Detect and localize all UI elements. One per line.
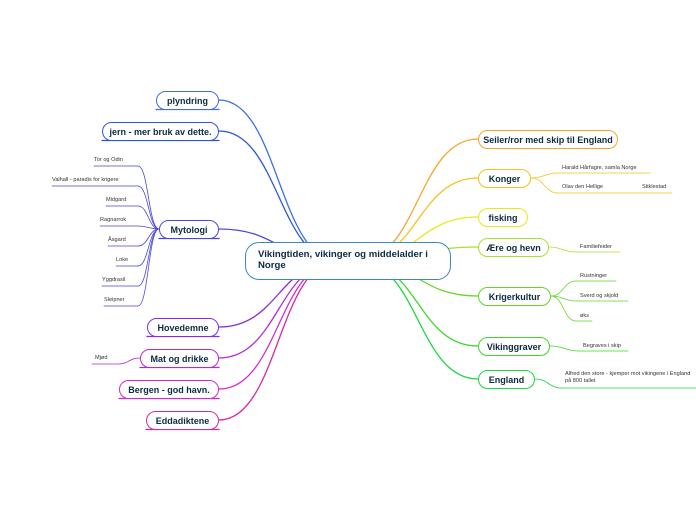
leaf-loke[interactable]: Loke <box>116 257 129 263</box>
connector-leaf <box>137 228 160 267</box>
topic-aere-og-hevn[interactable]: Ære og hevn <box>478 238 549 257</box>
leaf-alfred-text: Alfred den store - kjemper mot vikingene… <box>565 371 691 384</box>
leaf-begraves-i-skip[interactable]: Begraves i skip <box>583 343 621 349</box>
connector-leaf <box>549 345 580 352</box>
topic-label: Krigerkultur <box>488 291 541 302</box>
leaf-ragnarrok[interactable]: Ragnarrok <box>100 217 127 223</box>
leaf-familiefeider[interactable]: Familiefeider <box>580 244 613 250</box>
leaf-harald-harfagre[interactable]: Harald Hårfagre, samla Norge <box>562 165 637 171</box>
topic-mytologi[interactable]: Mytologi <box>159 220 219 239</box>
connector-leaf <box>137 165 160 230</box>
topic-seiler[interactable]: Seiler/ror med skip til England <box>478 130 618 149</box>
topic-bergen[interactable]: Bergen - god havn. <box>119 380 219 399</box>
leaf-oks[interactable]: øks <box>580 313 590 319</box>
topic-label: Ære og hevn <box>486 242 541 253</box>
connector-leaf <box>137 228 160 307</box>
connector-main <box>218 99 339 262</box>
topic-label: Eddadiktene <box>155 415 210 426</box>
central-topic-label: Vikingtiden, vikinger og middelalder i N… <box>258 249 428 271</box>
connector-main <box>218 260 339 421</box>
topic-england[interactable]: England <box>478 370 535 389</box>
leaf-stiklestad[interactable]: Stiklestad <box>642 184 667 190</box>
leaf-valhall[interactable]: Valhall - paradis for krigere <box>52 177 119 183</box>
topic-label: Seiler/ror med skip til England <box>483 134 613 145</box>
topic-jern[interactable]: jern - mer bruk av dette. <box>102 122 219 141</box>
topic-mat-og-drikke[interactable]: Mat og drikke <box>140 349 219 368</box>
topic-krigerkultur[interactable]: Krigerkultur <box>478 287 551 306</box>
topic-label: Mat og drikke <box>150 353 209 364</box>
topic-fisking[interactable]: fisking <box>478 208 528 227</box>
leaf-sverd-og-skjold[interactable]: Sverd og skjold <box>580 293 619 299</box>
leaf-midgard[interactable]: Midgard <box>106 197 127 203</box>
topic-vikinggraver[interactable]: Vikinggraver <box>478 337 550 356</box>
leaf-mjod[interactable]: Mjød <box>95 355 108 361</box>
connector-leaf <box>137 205 160 230</box>
topic-hovedemne[interactable]: Hovedemne <box>147 318 219 337</box>
central-topic[interactable]: Vikingtiden, vikinger og middelalder i N… <box>245 242 451 280</box>
leaf-alfred-den-store[interactable]: Alfred den store - kjemper mot vikingene… <box>565 371 696 385</box>
leaf-rustninger[interactable]: Rustninger <box>580 273 608 279</box>
leaf-yggdrasil[interactable]: Yggdrasil <box>102 277 126 283</box>
connector-leaf <box>530 172 559 179</box>
connector-leaf <box>534 378 563 389</box>
topic-label: Mytologi <box>170 224 208 235</box>
topic-label: plyndring <box>167 95 208 106</box>
connector-leaf <box>550 280 577 297</box>
connector-leaf <box>530 177 559 194</box>
topic-plyndring[interactable]: plyndring <box>156 91 219 110</box>
connector-leaf <box>548 246 577 253</box>
topic-label: England <box>488 374 525 385</box>
leaf-asgard[interactable]: Åsgard <box>108 237 126 243</box>
topic-label: fisking <box>488 212 518 223</box>
topic-label: Hovedemne <box>157 322 209 333</box>
connector-leaf <box>117 357 141 365</box>
leaf-olav-den-hellige[interactable]: Olav den Hellige <box>562 184 604 190</box>
topic-label: Konger <box>488 173 521 184</box>
topic-label: Vikinggraver <box>486 341 542 352</box>
connector-leaf <box>137 185 160 230</box>
connector-leaf <box>550 295 577 322</box>
topic-eddadiktene[interactable]: Eddadiktene <box>146 411 219 430</box>
topic-label: Bergen - god havn. <box>128 384 210 395</box>
leaf-sleipner[interactable]: Sleipner <box>104 297 125 303</box>
topic-label: jern - mer bruk av dette. <box>109 126 212 137</box>
leaf-tor-og-odin[interactable]: Tor og Odin <box>94 157 123 163</box>
topic-konger[interactable]: Konger <box>478 169 531 188</box>
